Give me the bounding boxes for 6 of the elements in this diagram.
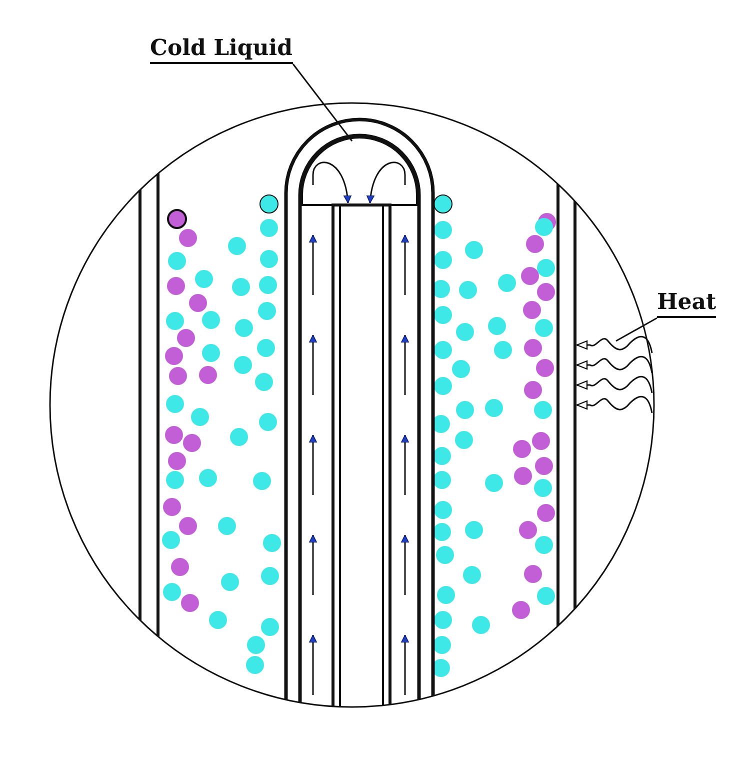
callout-label: Heat (657, 288, 716, 318)
leader-line (616, 317, 658, 342)
leader-line (292, 64, 353, 142)
heat-arrows-icon (576, 336, 653, 414)
liquid-chamber (301, 136, 418, 206)
callout-label: Cold Liquid (150, 34, 293, 64)
